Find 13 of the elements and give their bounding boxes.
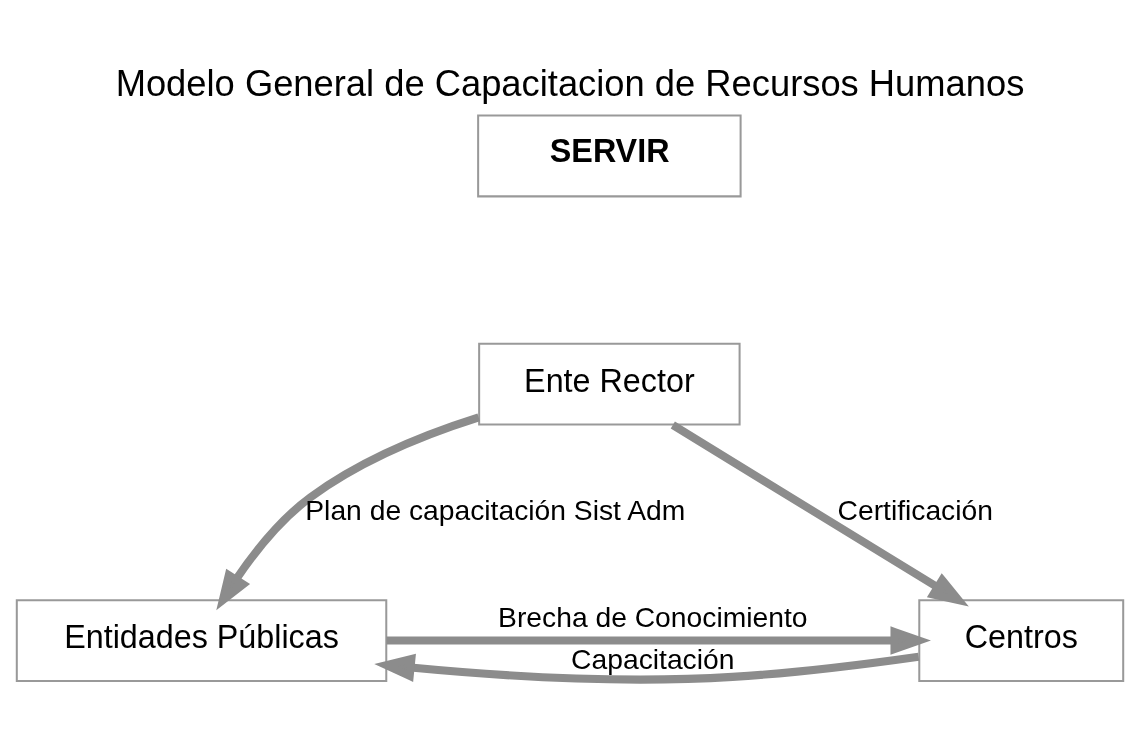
diagram-title: Modelo General de Capacitacion de Recursos Humanos xyxy=(115,62,1025,104)
node-box: SERVIR xyxy=(477,114,742,197)
edge-label: Certificación xyxy=(837,493,993,526)
edge-label: Brecha de Conocimiento xyxy=(498,600,808,633)
arrow xyxy=(374,652,920,684)
node-box: Entidades Públicas xyxy=(15,598,388,682)
arrow xyxy=(216,413,480,610)
node-box: Ente Rector xyxy=(478,342,741,425)
arrow xyxy=(386,625,931,655)
node-box: Centros xyxy=(918,598,1125,682)
edge-label: Capacitación xyxy=(571,642,735,675)
edge-label: Plan de capacitación Sist Adm xyxy=(305,493,686,526)
arrow xyxy=(670,421,969,606)
